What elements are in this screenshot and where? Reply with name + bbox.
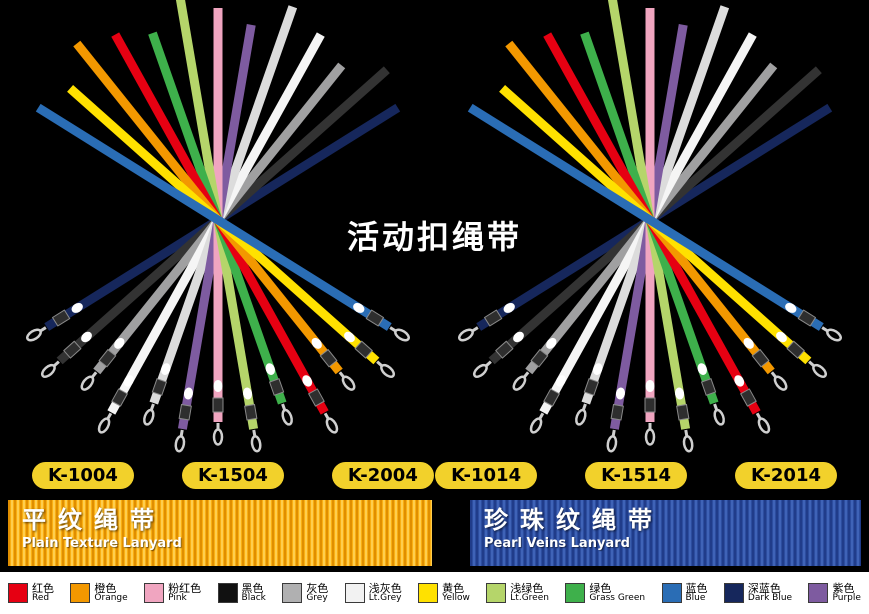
color-name-en: Lt.Green [510,593,549,604]
model-badge-k1504: K-1504 [181,462,284,489]
palette-item-yellow: 黄色 Yellow [418,581,470,604]
color-chip [344,582,365,603]
palette-item-orange: 橙色 Orange [70,581,128,604]
model-badge-k1514: K-1514 [585,462,688,489]
color-name-en: Pink [168,593,187,604]
color-name-cn: 蓝色 [685,581,708,595]
color-chip [8,582,28,603]
model-badge-k1014: K-1014 [435,462,538,489]
model-badges-left: K-1004 K-1504 K-2004 [32,462,434,489]
color-name-cn: 深蓝色 [747,581,781,595]
color-chip [723,582,744,603]
color-name-en: Purple [832,593,861,604]
palette-item-red: 红色 Red [8,581,54,604]
palette-item-purple: 紫色 Purple [808,581,861,604]
color-name-cn: 紫色 [832,581,855,595]
color-name-en: Black [241,593,266,604]
color-name-cn: 橙色 [94,581,117,595]
lanyard-fans [26,0,842,453]
color-name-en: Grey [306,593,328,604]
color-name-cn: 灰色 [306,581,329,595]
series-banners: 平纹绳带 Plain Texture Lanyard 珍珠纹绳带 Pearl V… [0,500,869,566]
banner-title-en: Pearl Veins Lanyard [484,536,630,551]
color-chip [808,582,829,603]
color-name-cn: 绿色 [589,581,612,595]
palette-item-ltgrey: 浅灰色 Lt.Grey [344,581,402,604]
palette-item-ltgreen: 浅绿色 Lt.Green [486,581,549,604]
banner-title-cn: 平纹绳带 [22,506,166,534]
color-legend: 红色 Red 橙色 Orange 粉红色 Pink 黑色 Black [0,572,869,614]
color-chip [144,582,165,603]
model-badge-k2014: K-2014 [735,462,837,489]
color-name-en: Grass Green [589,593,646,604]
color-chip [565,582,586,603]
color-name-en: Blue [685,593,706,604]
palette-item-blue: 蓝色 Blue [661,581,708,604]
color-name-en: Red [32,593,50,604]
color-name-cn: 黑色 [241,581,264,595]
banner-title-en: Plain Texture Lanyard [22,536,182,551]
banner-pearl-veins: 珍珠纹绳带 Pearl Veins Lanyard [470,500,861,566]
palette-item-pink: 粉红色 Pink [144,581,202,604]
color-chip [418,582,439,603]
color-name-cn: 红色 [32,581,54,595]
color-chip [661,582,682,603]
color-name-en: Orange [94,593,128,604]
color-chip [486,582,507,603]
palette-item-grassgreen: 绿色 Grass Green [565,581,646,604]
banner-title-cn: 珍珠纹绳带 [484,506,664,534]
color-name-en: Lt.Grey [368,593,402,604]
color-name-cn: 浅灰色 [368,581,402,595]
color-chip [217,582,238,603]
color-name-en: Yellow [442,593,470,604]
model-badge-k1004: K-1004 [32,462,134,489]
color-name-cn: 浅绿色 [510,581,544,595]
model-badge-k2004: K-2004 [331,462,434,489]
model-badges-right: K-1014 K-1514 K-2014 [435,462,837,489]
palette-item-black: 黑色 Black [217,581,266,604]
color-chip [70,582,91,603]
banner-plain-texture: 平纹绳带 Plain Texture Lanyard [8,500,432,566]
palette-item-grey: 灰色 Grey [282,581,329,604]
model-badge-row: K-1004 K-1504 K-2004 K-1014 K-1514 K-201… [0,462,869,489]
color-name-cn: 粉红色 [168,581,202,595]
color-chip [282,582,303,603]
color-name-en: Dark Blue [747,593,793,604]
palette-item-darkblue: 深蓝色 Dark Blue [723,581,793,604]
color-name-cn: 黄色 [442,581,465,595]
